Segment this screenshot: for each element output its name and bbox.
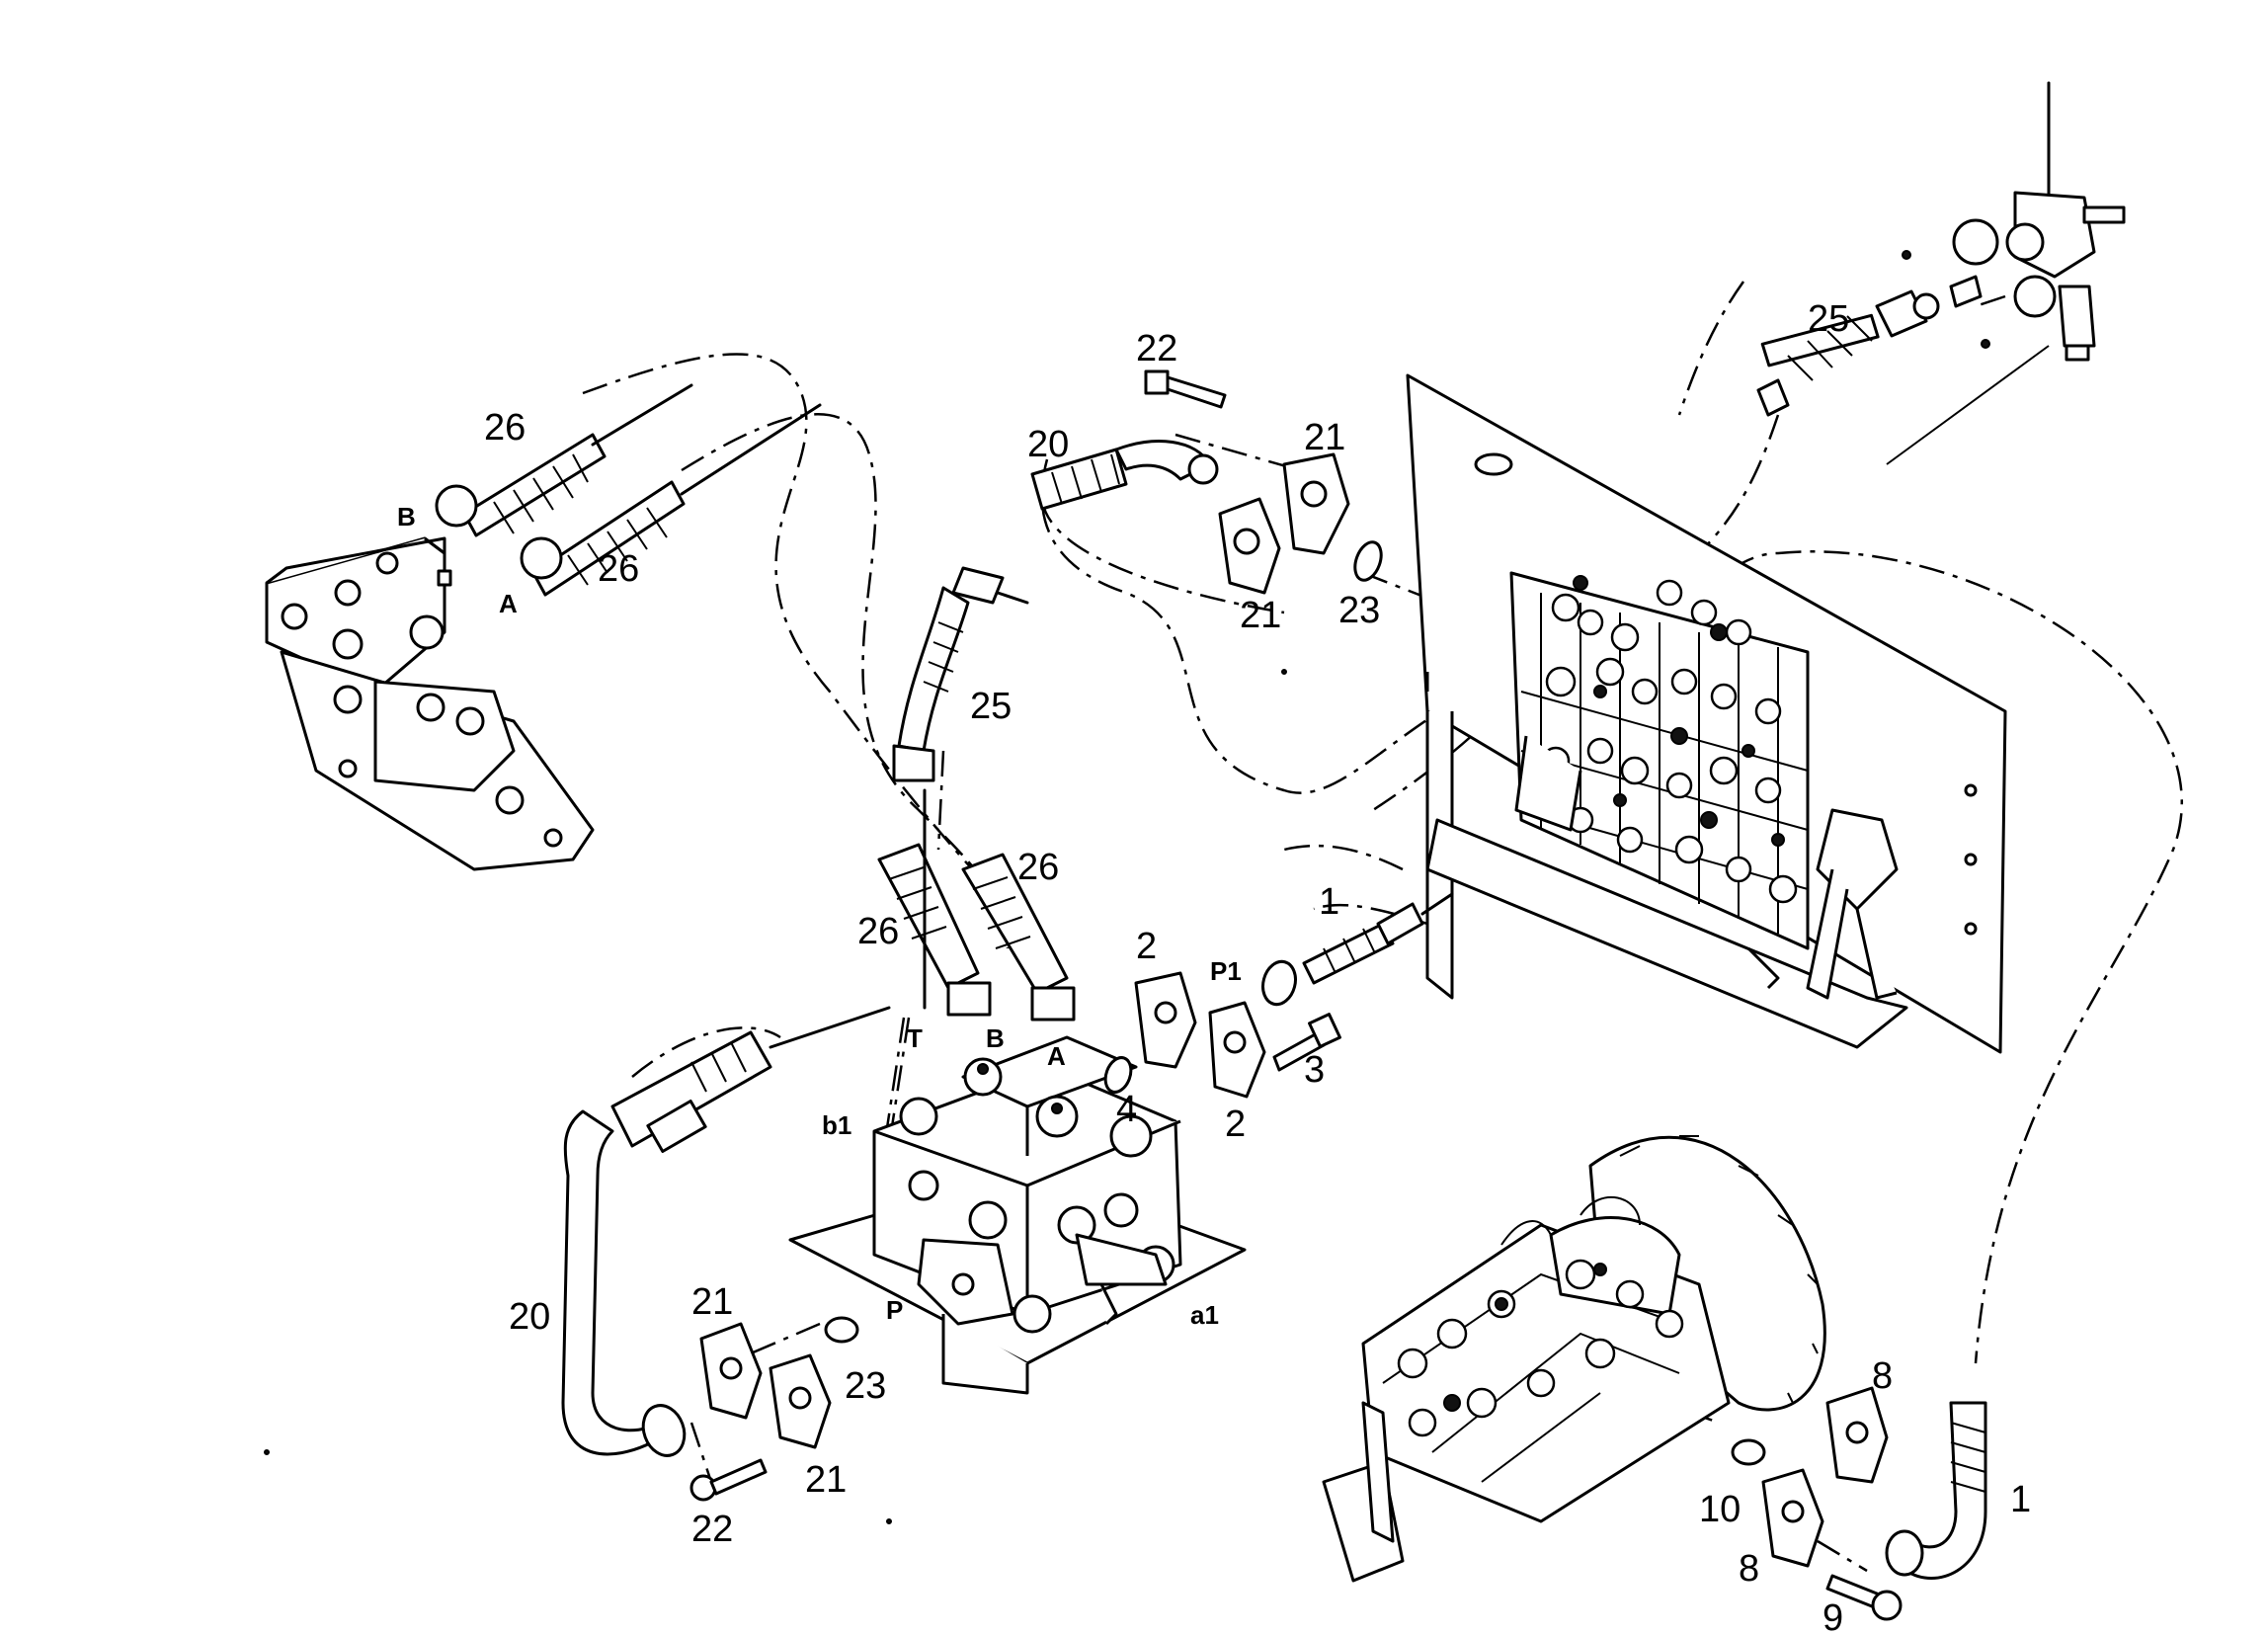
port-label-a1: a1 [1190,1300,1219,1330]
hose-20-top [1030,440,1219,511]
hose-25-elbow [892,566,1029,782]
callout-25: 25 [1808,298,1849,340]
hose-26-pair [435,383,822,597]
o-ring-4 [1103,1056,1133,1094]
o-ring-23-bottom [824,1316,859,1344]
split-flange-21-top [1218,452,1350,595]
centre-valve-block [788,1035,1247,1395]
port-label-a: A [1047,1041,1066,1071]
control-valve-plate [1406,373,2007,1054]
port-label-b: B [986,1023,1005,1053]
pilot-filter-assembly [1902,191,2126,362]
o-ring-10 [1731,1438,1766,1466]
hose-20-left [561,1006,891,1457]
bolt-22-top [1144,369,1227,409]
callout-20: 20 [1027,424,1069,465]
callout-26: 26 [598,548,639,590]
callout-1: 1 [1319,881,1339,923]
port-label-p1: P1 [1210,956,1242,986]
callout-1: 1 [2010,1479,2031,1520]
callout-21: 21 [1304,417,1345,458]
callout-21: 21 [1240,595,1281,636]
callout-2: 2 [1136,926,1157,967]
stray-dot [886,1518,892,1524]
bolt-22-bottom [689,1458,768,1502]
callout-3: 3 [1304,1049,1325,1091]
callout-22: 22 [691,1509,733,1550]
callout-10: 10 [1699,1489,1741,1530]
port-label-b1: b1 [822,1110,851,1140]
callout-21: 21 [805,1459,847,1501]
port-label-p: P [886,1295,903,1325]
hose-25-top [1756,289,1940,417]
callout-25: 25 [970,686,1012,727]
distribution-block [265,536,595,871]
callout-23: 23 [1338,590,1380,631]
callout-8: 8 [1872,1355,1893,1397]
callout-20: 20 [509,1296,550,1338]
hose-1-centre [1261,892,1454,1007]
split-flange-2 [1134,971,1266,1099]
stray-dot [264,1449,270,1455]
callout-26: 26 [1017,847,1059,888]
o-ring-23-top [1353,540,1383,582]
callout-21: 21 [691,1281,733,1323]
bolt-3 [1272,1013,1341,1072]
split-flange-21-bottom [699,1322,832,1449]
port-label-t: T [907,1023,923,1053]
hose-26-centre-pair [877,788,1076,1022]
callout-2: 2 [1225,1104,1246,1145]
callout-9: 9 [1822,1597,1843,1636]
callout-4: 4 [1116,1089,1137,1130]
bolt-9 [1825,1574,1903,1621]
stray-dot [1281,669,1287,675]
port-label-b: B [397,502,416,532]
main-pump-assembly [1322,1135,1826,1583]
callout-8: 8 [1739,1548,1759,1590]
split-flange-8 [1761,1386,1889,1568]
callout-26: 26 [484,407,526,449]
port-labels: B A T B A b1 P1 P a1 [397,502,1242,1330]
port-label-a: A [499,589,518,618]
callout-labels: 26 26 26 26 25 25 22 22 21 21 21 21 20 2… [484,298,2031,1636]
callout-26: 26 [857,911,899,952]
hose-1-bottom [1885,1401,1987,1580]
callout-22: 22 [1136,328,1177,369]
callout-23: 23 [845,1365,886,1407]
